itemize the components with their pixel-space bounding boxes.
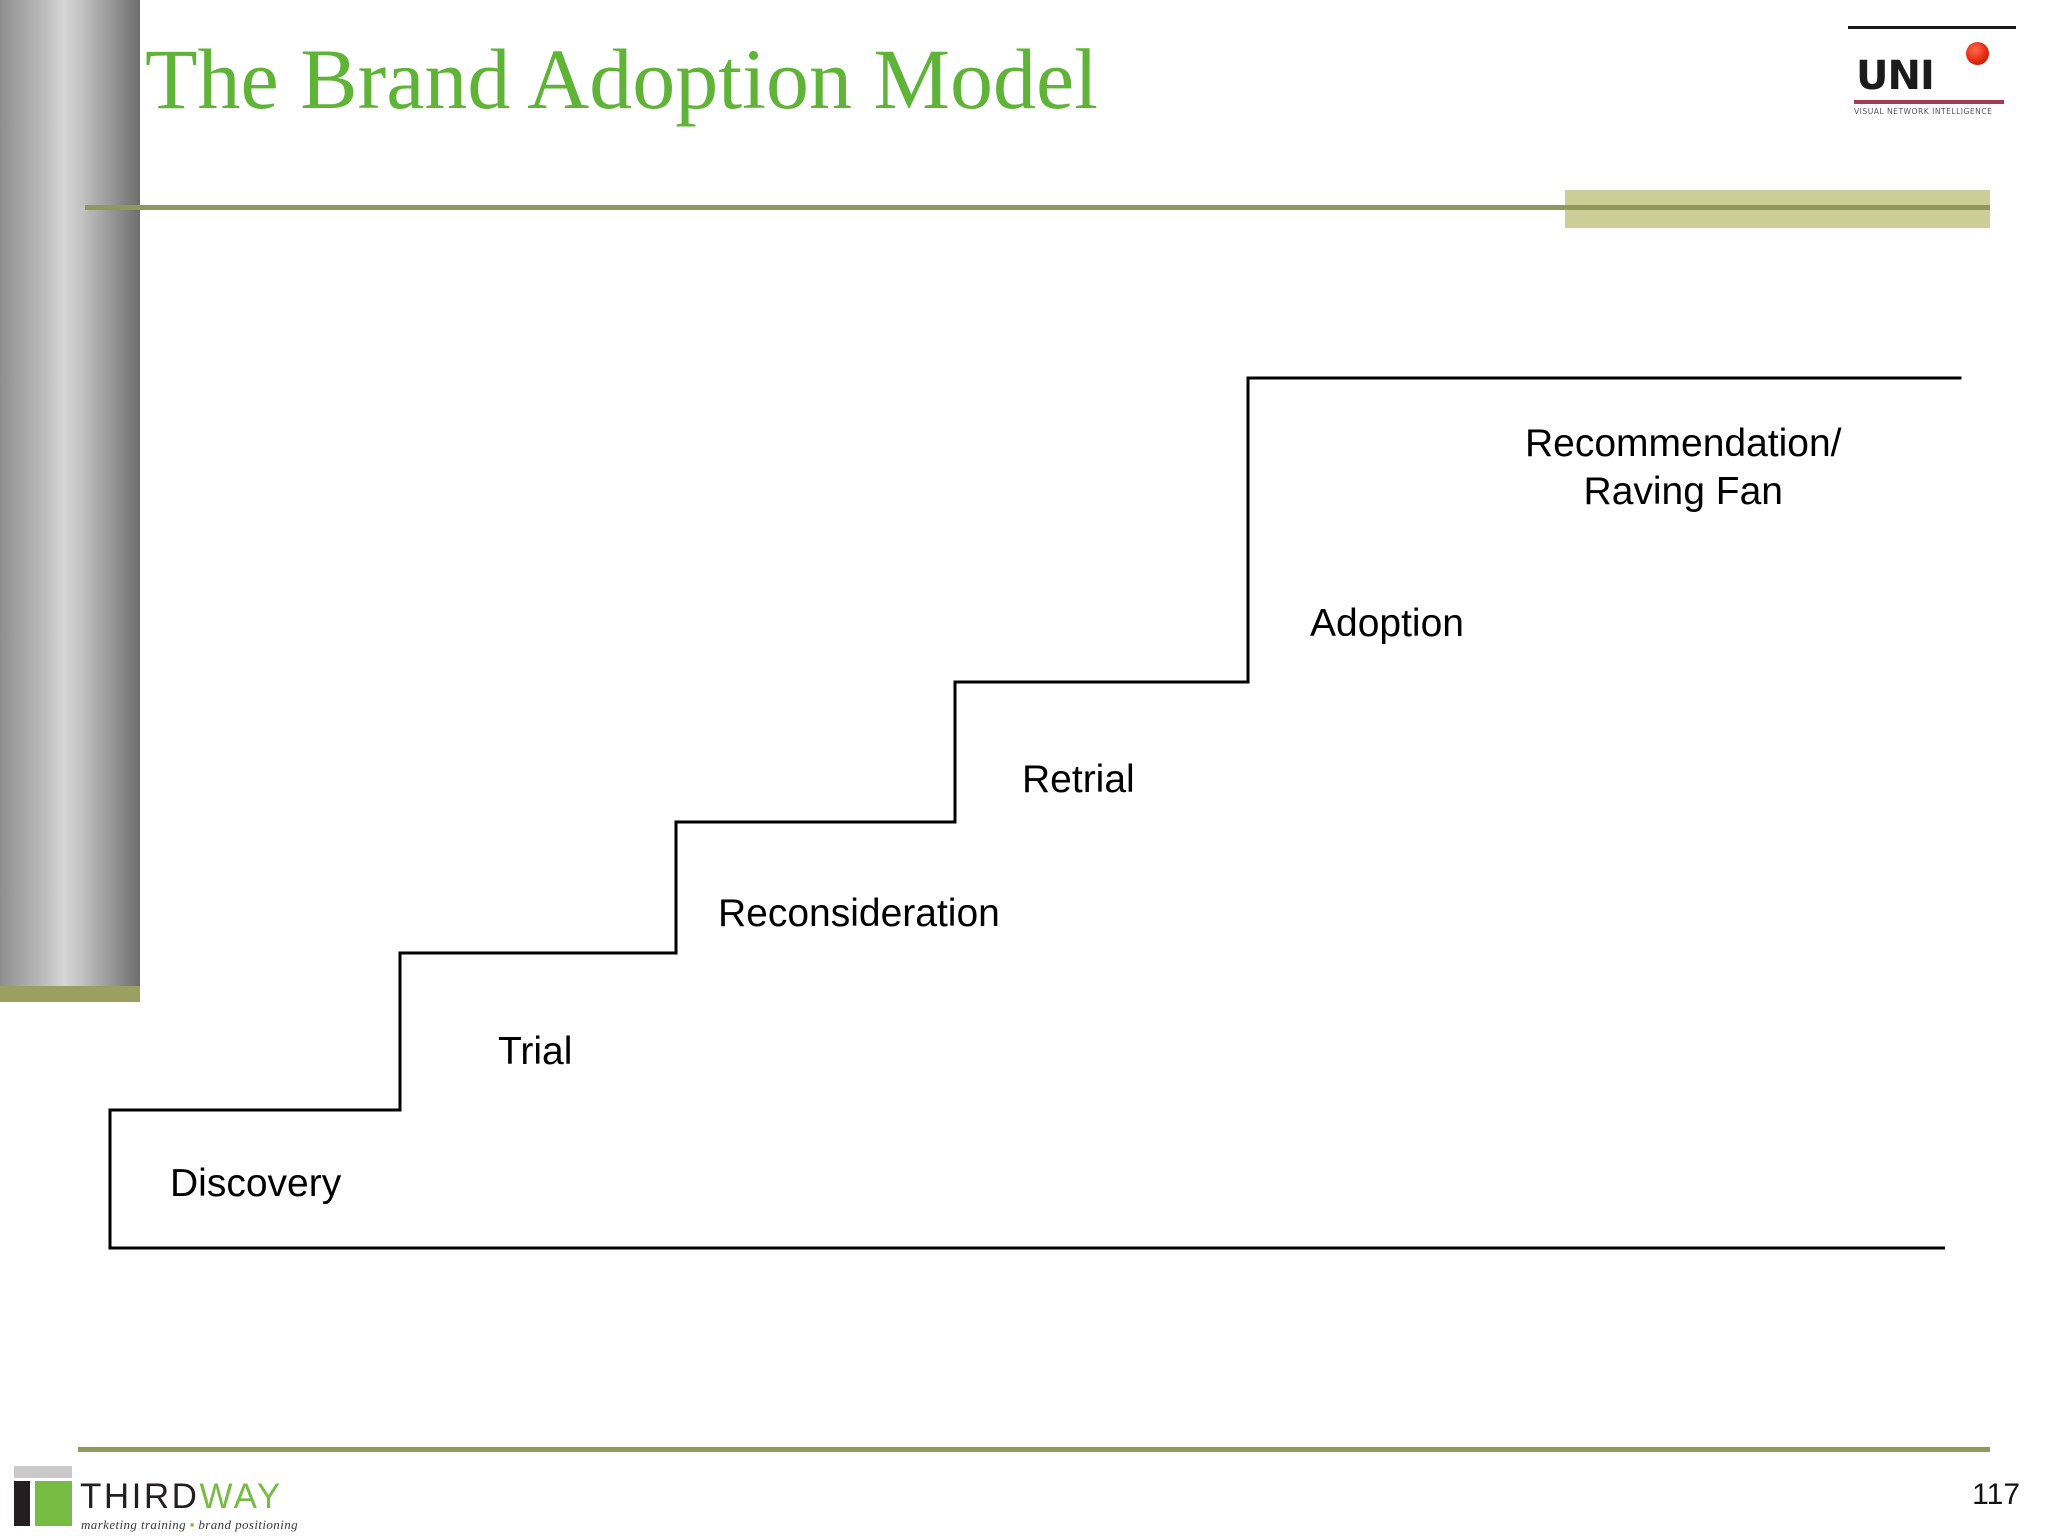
step-label-reconsideration: Reconsideration — [718, 892, 1000, 935]
step-label-trial: Trial — [498, 1030, 573, 1073]
page-title: The Brand Adoption Model — [145, 31, 1099, 127]
uni-logo: UNI VISUAL NETWORK INTELLIGENCE — [1848, 18, 2016, 130]
uni-logo-dot-icon — [1966, 42, 1989, 65]
uni-logo-underline — [1854, 100, 2004, 104]
footer-divider-rule — [78, 1447, 1990, 1452]
thirdway-logo-wordmark: THIRDWAY — [80, 1479, 283, 1514]
page-number: 117 — [1972, 1478, 2020, 1511]
step-label-discovery: Discovery — [170, 1162, 342, 1205]
thirdway-word-third: THIRD — [80, 1477, 200, 1516]
thirdway-logo-gray-bar — [14, 1466, 72, 1478]
left-decorative-bar — [0, 0, 140, 986]
thirdway-tagline-square-icon: ▪ — [189, 1517, 195, 1532]
thirdway-logo-tagline: marketing training ▪ brand positioning — [81, 1518, 298, 1532]
thirdway-logo: THIRDWAY marketing training ▪ brand posi… — [6, 1466, 298, 1532]
thirdway-word-way: WAY — [199, 1477, 283, 1516]
uni-logo-top-rule — [1848, 26, 2016, 29]
header-divider-rule — [85, 205, 1990, 210]
step-label-recommendation: Recommendation/ Raving Fan — [1525, 422, 1842, 513]
thirdway-tagline-right: brand positioning — [194, 1517, 298, 1532]
thirdway-logo-green-block — [35, 1481, 72, 1526]
thirdway-tagline-left: marketing training — [81, 1517, 190, 1532]
step-label-adoption: Adoption — [1310, 602, 1464, 645]
uni-logo-wordmark: UNI — [1856, 53, 1935, 99]
thirdway-logo-black-block — [14, 1481, 30, 1526]
step-label-retrial: Retrial — [1022, 758, 1135, 801]
uni-logo-tagline: VISUAL NETWORK INTELLIGENCE — [1854, 107, 1993, 116]
left-bar-accent-foot — [0, 986, 140, 1002]
